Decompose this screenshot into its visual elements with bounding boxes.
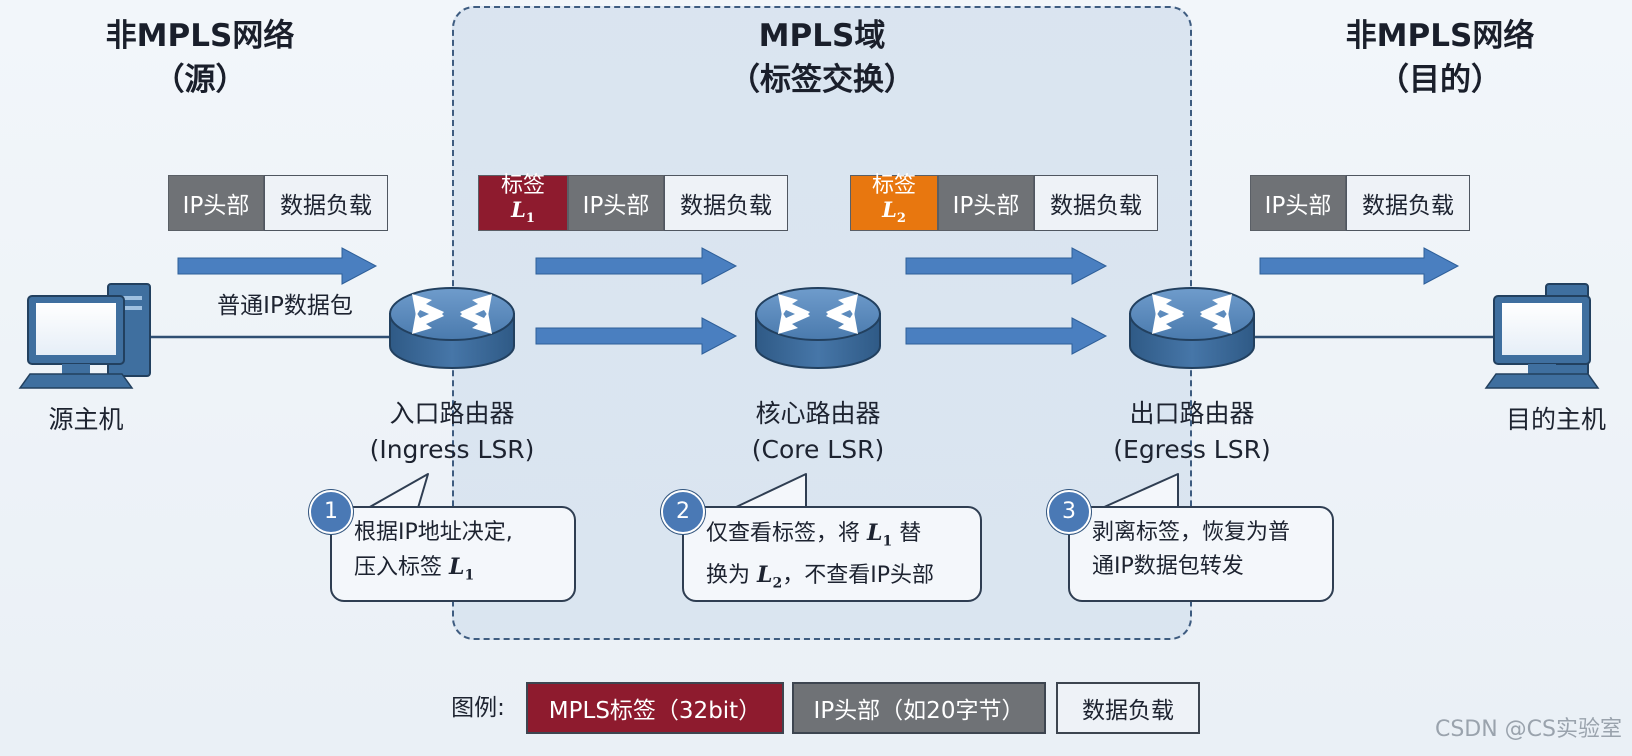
packet-ip-header: IP头部 xyxy=(1250,175,1346,231)
step-1-number-badge: 1 xyxy=(309,490,353,534)
source-network-title: 非MPLS网络 （源） xyxy=(80,14,320,102)
step-3-bubble: 剥离标签，恢复为普 通IP数据包转发 xyxy=(1068,506,1334,602)
arrow-ingress-upper xyxy=(535,247,738,285)
mpls-domain-title: MPLS域 （标签交换） xyxy=(702,14,942,102)
packet-ip-header: IP头部 xyxy=(938,175,1034,231)
ingress-router-name: 入口路由器 xyxy=(389,399,515,428)
step-2-line-1: 仅查看标签，将 L1 替 xyxy=(706,520,922,550)
destination-network-title-text: 非MPLS网络 xyxy=(1345,18,1535,54)
core-router-caption: 核心路由器 (Core LSR) xyxy=(718,396,918,468)
ingress-router-caption: 入口路由器 (Ingress LSR) xyxy=(352,396,552,468)
destination-network-title: 非MPLS网络 （目的） xyxy=(1320,14,1560,102)
step-1-bubble: 根据IP地址决定, 压入标签 L1 xyxy=(330,506,576,602)
arrow-core-lower xyxy=(905,317,1108,355)
source-network-subtitle: （源） xyxy=(153,62,247,98)
mpls-label-text: 标签 xyxy=(871,173,916,199)
packet-labeled-l1: 标签 L1 IP头部 数据负载 xyxy=(478,173,788,231)
watermark: CSDN @CS实验室 xyxy=(1434,717,1622,742)
step-3-number-badge: 3 xyxy=(1047,490,1091,534)
ingress-router-icon xyxy=(389,287,515,369)
legend-ip-header: IP头部（如20字节） xyxy=(792,682,1046,734)
packet-labeled-l2: 标签 L2 IP头部 数据负载 xyxy=(850,173,1158,231)
step-2-bubble: 仅查看标签，将 L1 替 换为 L2，不查看IP头部 xyxy=(682,506,982,602)
step-1-line-2: 压入标签 L1 xyxy=(354,554,475,584)
packet-plain-ip-source: IP头部 数据负载 xyxy=(168,175,388,231)
legend-mpls-label: MPLS标签（32bit） xyxy=(526,682,784,734)
label-symbol-l2: L2 xyxy=(882,197,906,227)
core-router-icon xyxy=(755,287,881,369)
step-1-line-1: 根据IP地址决定, xyxy=(354,520,513,545)
destination-host-label: 目的主机 xyxy=(1505,405,1606,434)
destination-network-subtitle: （目的） xyxy=(1378,62,1502,98)
label-symbol-l1: L1 xyxy=(867,520,893,550)
core-router-name: 核心路由器 xyxy=(755,399,881,428)
packet-payload: 数据负载 xyxy=(1034,175,1158,231)
packet-mpls-label-l2: 标签 L2 xyxy=(850,173,938,231)
mpls-domain-title-text: MPLS域 xyxy=(758,18,886,54)
packet-mpls-label-l1: 标签 L1 xyxy=(478,173,568,231)
mpls-domain-subtitle: （标签交换） xyxy=(729,62,915,98)
source-host-computer-icon xyxy=(18,283,151,389)
flow-arrows xyxy=(177,247,1460,355)
ingress-router-role: (Ingress LSR) xyxy=(369,435,535,464)
packet-plain-ip-destination: IP头部 数据负载 xyxy=(1250,175,1470,231)
packet-payload: 数据负载 xyxy=(264,175,388,231)
label-symbol-l1: L1 xyxy=(449,554,475,584)
flow-label: 普通IP数据包 xyxy=(217,293,353,319)
packet-ip-header: IP头部 xyxy=(568,175,664,231)
label-symbol-l1: L1 xyxy=(511,197,535,227)
egress-router-role: (Egress LSR) xyxy=(1113,435,1271,464)
source-host-label: 源主机 xyxy=(48,405,124,434)
mpls-label-text: 标签 xyxy=(500,173,545,199)
arrow-ingress-lower xyxy=(535,317,738,355)
source-network-title-text: 非MPLS网络 xyxy=(105,18,295,54)
packet-payload: 数据负载 xyxy=(1346,175,1470,231)
arrow-destination-flow xyxy=(1259,247,1460,285)
packet-ip-header: IP头部 xyxy=(168,175,264,231)
egress-router-name: 出口路由器 xyxy=(1129,399,1255,428)
arrow-source-flow xyxy=(177,247,378,285)
egress-router-caption: 出口路由器 (Egress LSR) xyxy=(1092,396,1292,468)
egress-router-icon xyxy=(1129,287,1255,369)
destination-host-computer-icon xyxy=(1484,283,1600,389)
arrow-core-upper xyxy=(905,247,1108,285)
step-3-line-2: 通IP数据包转发 xyxy=(1092,554,1244,579)
core-router-role: (Core LSR) xyxy=(751,435,885,464)
step-2-number-badge: 2 xyxy=(661,490,705,534)
step-2-line-2: 换为 L2，不查看IP头部 xyxy=(706,562,934,592)
step-3-line-1: 剥离标签，恢复为普 xyxy=(1092,520,1291,545)
packet-payload: 数据负载 xyxy=(664,175,788,231)
legend-title: 图例: xyxy=(451,695,505,721)
bubble-pointers xyxy=(367,473,1179,509)
label-symbol-l2: L2 xyxy=(757,562,783,592)
legend-payload: 数据负载 xyxy=(1056,682,1200,734)
